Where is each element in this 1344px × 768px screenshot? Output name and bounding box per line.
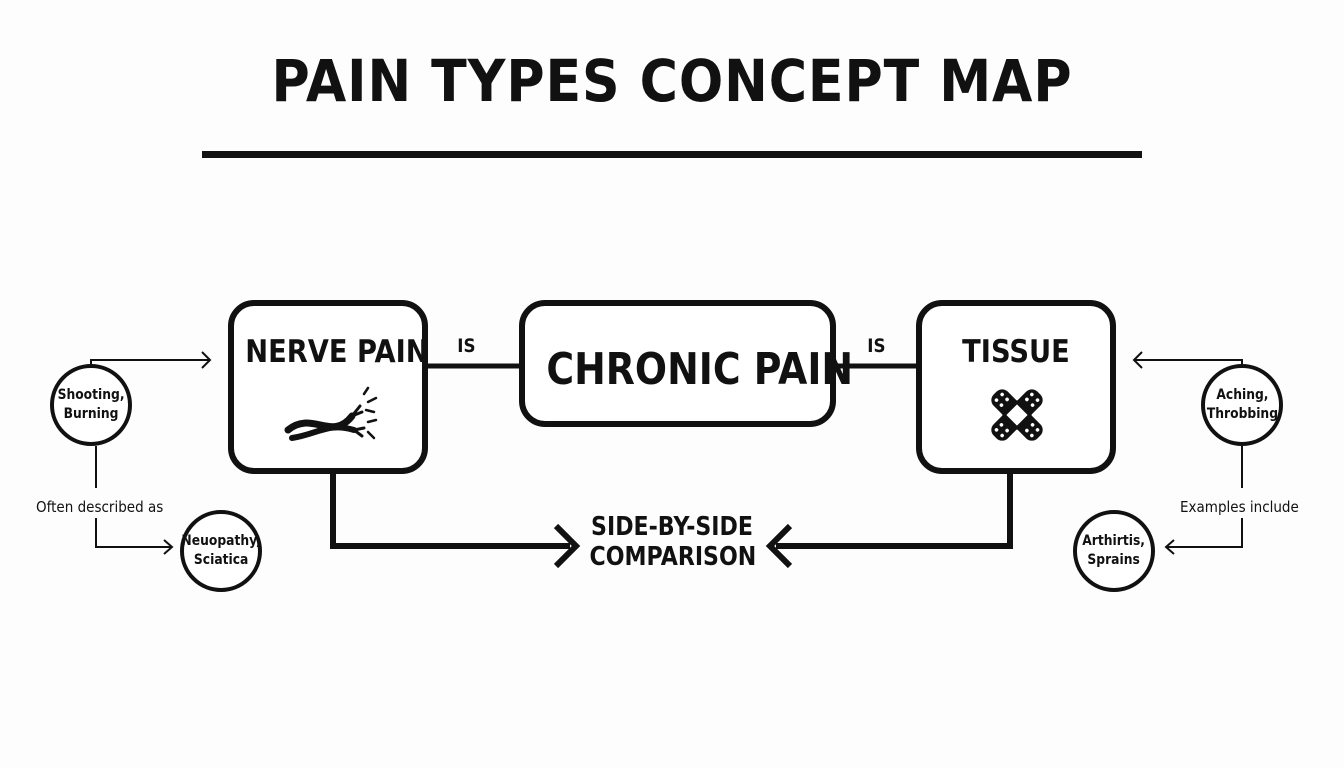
chronic-pain-label: CHRONIC PAIN: [546, 344, 854, 395]
neuropathy-arrowhead: [163, 539, 174, 555]
aching-throbbing-circle: Aching, Throbbing: [1201, 364, 1283, 446]
is-label-left: IS: [457, 335, 476, 357]
arthritis-sprains-circle: Arthirtis, Sprains: [1073, 510, 1155, 592]
shooting-burning-circle: Shooting, Burning: [50, 364, 132, 446]
page-title: PAIN TYPES CONCEPT MAP: [271, 47, 1073, 115]
shooting-arrowhead: [201, 351, 212, 369]
arthritis-sprains-label: Arthirtis, Sprains: [1082, 533, 1146, 568]
neuropathy-sciatica-circle: Neuopathy, Sciatica: [180, 510, 262, 592]
nerve-pain-node: NERVE PAIN: [228, 300, 429, 474]
comparison-arrowhead-left: [553, 523, 581, 569]
comparison-arrowhead-right: [765, 523, 793, 569]
bandage-icon: [991, 389, 1043, 441]
chronic-pain-node: CHRONIC PAIN: [519, 300, 854, 427]
is-label-right: IS: [867, 335, 886, 357]
often-to-neuropathy-arrow: [95, 518, 172, 548]
often-described-as-label: Often described as: [36, 498, 164, 516]
examples-include-label: Examples include: [1180, 498, 1299, 516]
tissue-label: TISSUE: [962, 334, 1070, 370]
shooting-to-nerve-arrow: [90, 359, 210, 364]
title-divider: [202, 151, 1142, 158]
comparison-label: SIDE-BY-SIDE COMPARISON: [589, 512, 757, 572]
arthritis-arrowhead: [1164, 539, 1175, 555]
comparison-node: SIDE-BY-SIDE COMPARISON: [589, 512, 757, 572]
tissue-node: TISSUE: [916, 300, 1116, 474]
shooting-burning-label: Shooting, Burning: [57, 387, 125, 422]
nerve-comparison-connector: [330, 474, 570, 549]
neuropathy-sciatica-label: Neuopathy, Sciatica: [181, 533, 261, 568]
frayed-nerve-icon: [284, 386, 378, 441]
nerve-pain-label: NERVE PAIN: [245, 334, 429, 370]
aching-arrowhead: [1132, 351, 1143, 369]
examples-to-arthritis-arrow: [1166, 518, 1243, 548]
tissue-comparison-connector: [776, 474, 1013, 549]
aching-to-tissue-arrow: [1134, 359, 1243, 364]
aching-throbbing-label: Aching, Throbbing: [1206, 387, 1278, 422]
